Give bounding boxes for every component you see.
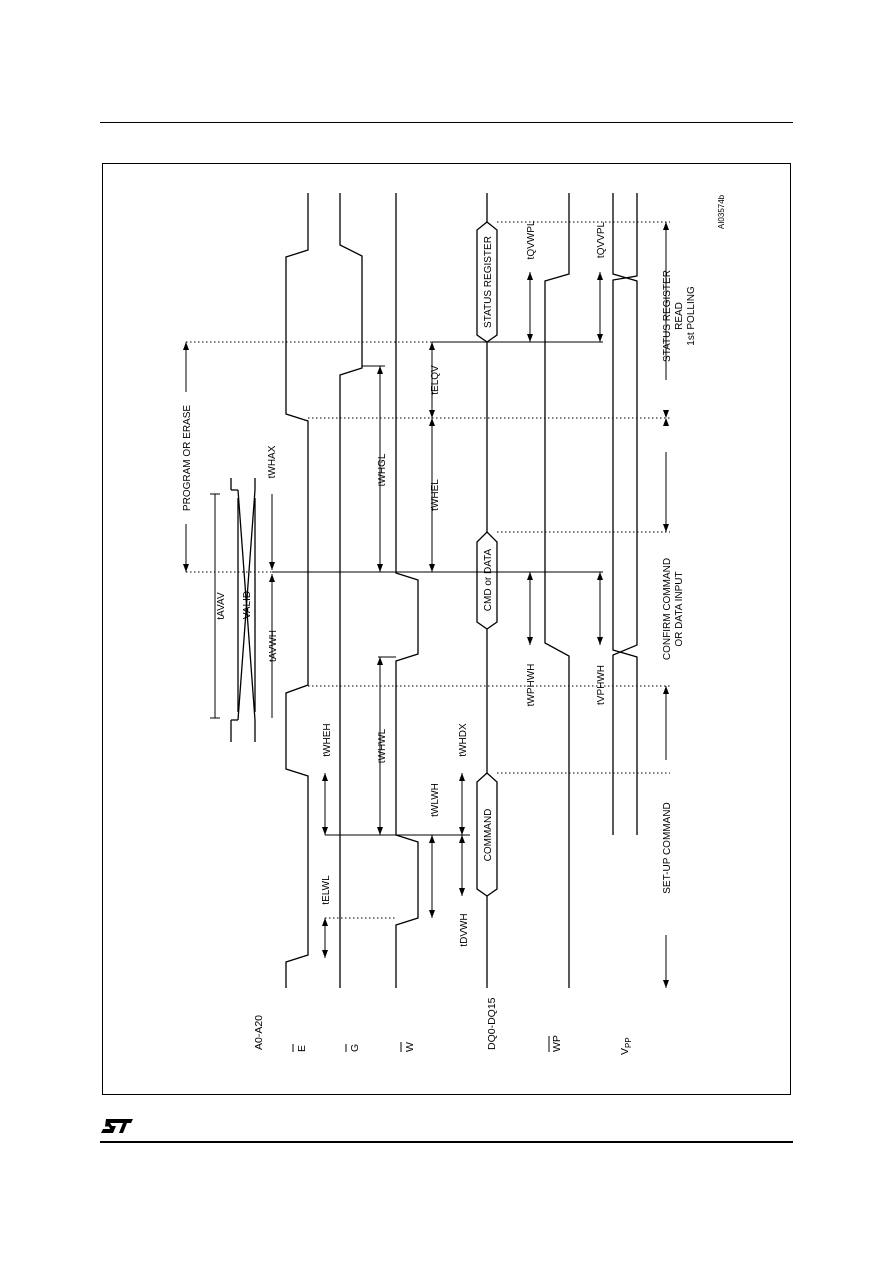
waveform-vpp [612, 193, 638, 835]
bus-label-cmd-data: CMD or DATA [483, 548, 494, 611]
bus-label-command: COMMAND [483, 809, 494, 862]
phase-label-status-2: READ [674, 302, 685, 330]
timing-label-tavav: tAVAV [216, 592, 227, 620]
phase-label-confirm-1: CONFIRM COMMAND [662, 558, 673, 660]
phase-label-setup: SET-UP COMMAND [662, 802, 673, 894]
active-low-overbars [292, 1036, 550, 1052]
timing-label-telqv: tELQV [430, 365, 441, 395]
signal-label-vpp: VPP [619, 1037, 633, 1055]
waveform-a0-a20 [230, 478, 256, 742]
st-logo [101, 1119, 133, 1133]
phase-label-confirm-2: OR DATA INPUT [674, 571, 685, 646]
footer-rule [100, 1141, 793, 1143]
timing-label-twhdx: tWHDX [458, 723, 469, 757]
header-rule [100, 122, 793, 123]
timing-diagram-frame [102, 163, 791, 1095]
signal-label-g: G [349, 1044, 361, 1052]
waveform-g [339, 193, 363, 988]
signal-label-wp: WP [551, 1035, 563, 1052]
timing-label-twhwl: tWHWL [377, 728, 388, 763]
phase-label-status-1: STATUS REGISTER [662, 270, 673, 362]
arrowheads [183, 222, 669, 988]
bus-label-status: STATUS REGISTER [483, 236, 494, 328]
timing-label-tvphwh: tVPHWH [596, 665, 607, 705]
timing-label-tavwh: tAVWH [268, 630, 279, 662]
waveform-w [395, 193, 419, 988]
timing-label-twlwh: tWLWH [430, 783, 441, 817]
timing-label-tqvwpl: tQVWPL [526, 220, 537, 259]
timing-label-twheh: tWHEH [322, 723, 333, 756]
waveform-wp [544, 193, 570, 988]
timing-label-twhgl: tWHGL [377, 453, 388, 486]
timing-label-telwl: tELWL [321, 875, 332, 905]
waveform-e [285, 193, 309, 988]
signal-label-dq: DQ0-DQ15 [486, 997, 498, 1050]
timing-arrows [185, 222, 667, 988]
event-lines [272, 341, 603, 836]
signal-label-addr: A0-A20 [253, 1015, 265, 1050]
bus-label-valid: VALID [242, 591, 253, 619]
phase-boundaries [186, 221, 670, 919]
waveform-dq [476, 193, 498, 988]
timing-label-twhel: tWHEL [430, 479, 441, 511]
timing-label-twphwh: tWPHWH [526, 664, 537, 707]
timing-label-tdvwh: tDVWH [459, 913, 470, 946]
phase-label-program-erase: PROGRAM OR ERASE [182, 405, 193, 511]
timing-label-twhax: tWHAX [267, 445, 278, 478]
phase-label-status-3: 1st POLLING [686, 286, 697, 346]
signal-label-w: W [404, 1042, 416, 1052]
timing-label-tqvvpl: tQVVPL [596, 222, 607, 259]
figure-id: AI03574b [717, 194, 726, 229]
signal-label-e: E [296, 1045, 308, 1052]
